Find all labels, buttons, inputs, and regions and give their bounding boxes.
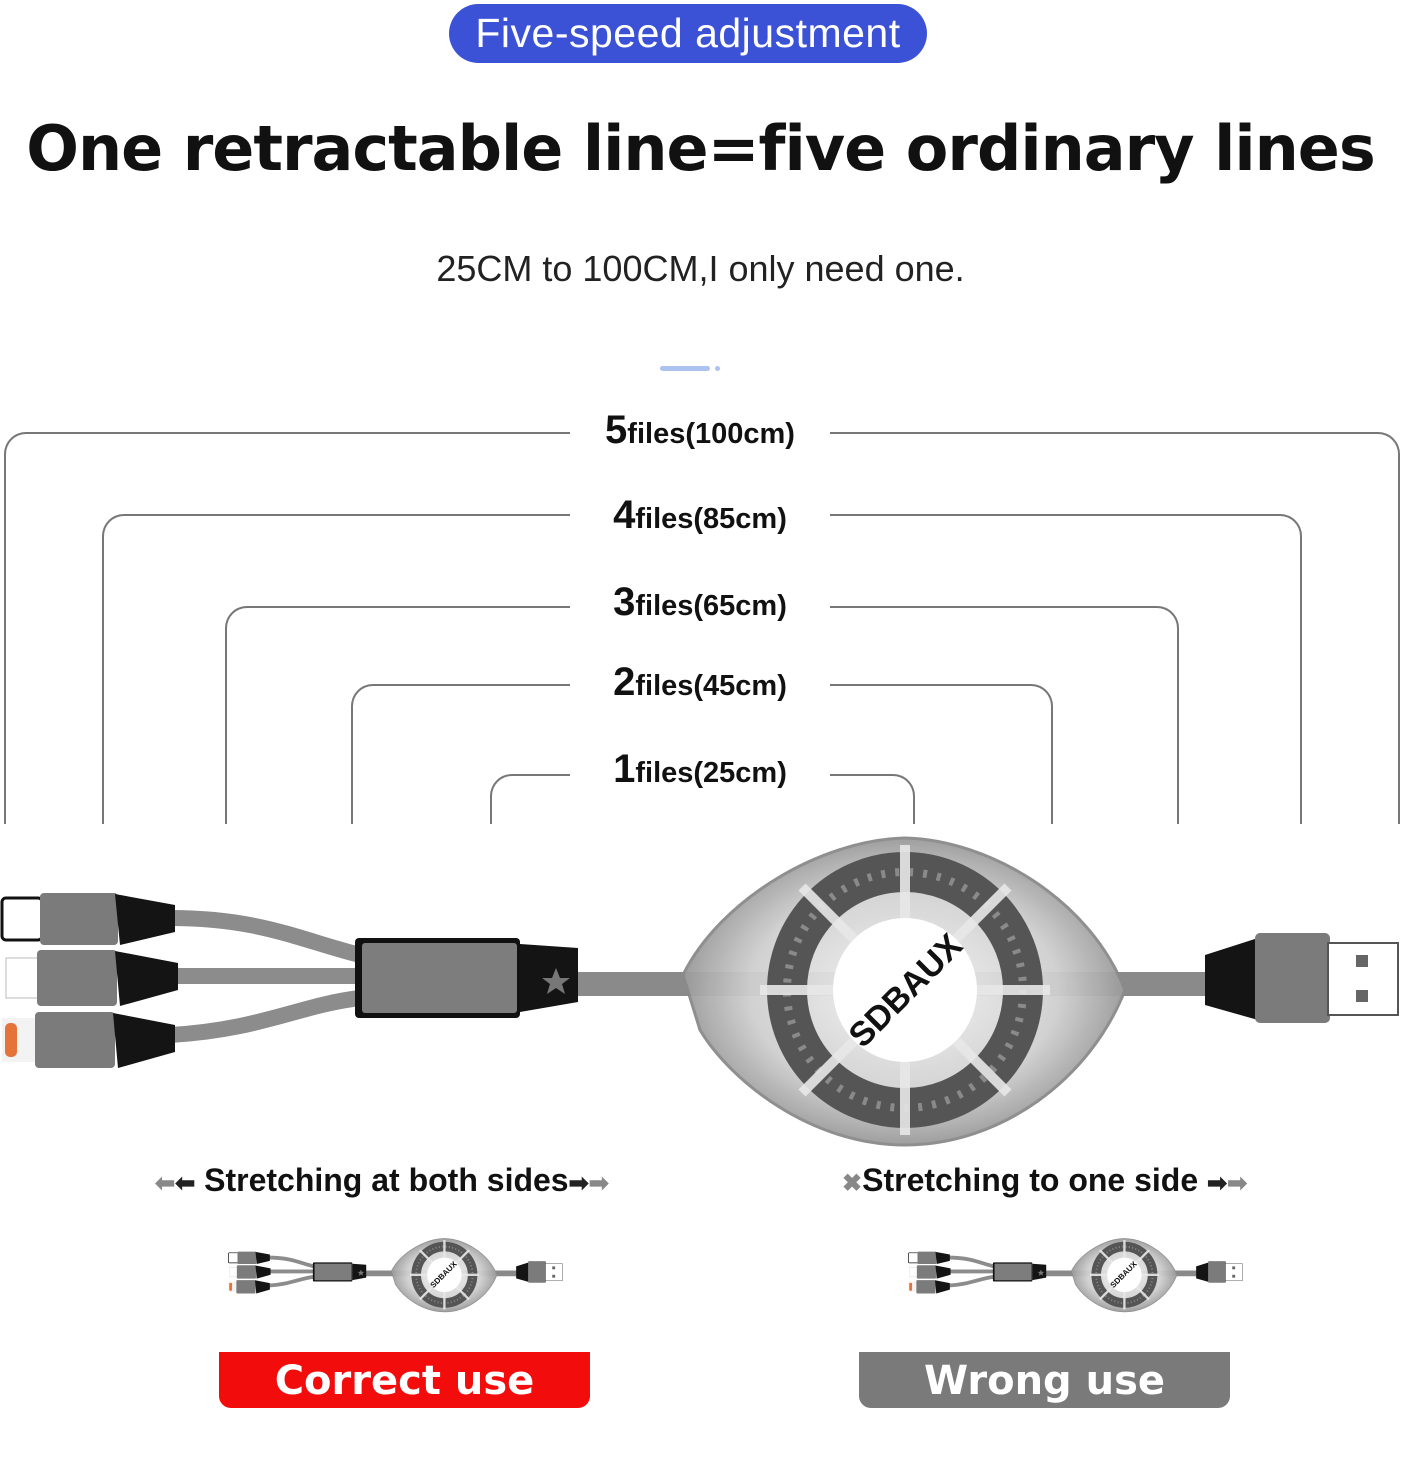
arrow-right-icon: ➡ [568, 1170, 589, 1197]
divider-decoration [660, 366, 710, 371]
correct-caption: ⬅⬅ Stretching at both sides➡➡ [155, 1162, 609, 1198]
length-label-2: 2files(45cm) [570, 660, 830, 705]
wrong-caption: ✖Stretching to one side ➡➡ [842, 1162, 1248, 1198]
arrow-left-icon: ⬅ [175, 1170, 196, 1197]
page-title: One retractable line=five ordinary lines [26, 112, 1376, 185]
correct-use-illustration: SDBAUX [228, 1236, 563, 1316]
arrow-right-icon: ➡ [1227, 1170, 1248, 1197]
feature-badge: Five-speed adjustment [449, 4, 927, 63]
correct-use-label: Correct use [219, 1352, 590, 1408]
arrow-right-icon: ➡ [1207, 1170, 1228, 1197]
product-illustration: SDBAUX [0, 830, 1401, 1160]
length-label-5: 5files(100cm) [570, 408, 830, 453]
arrow-left-icon: ⬅ [155, 1170, 176, 1197]
subtitle: 25CM to 100CM,I only need one. [436, 248, 965, 289]
wrong-use-illustration: SDBAUX [908, 1236, 1243, 1316]
length-label-4: 4files(85cm) [570, 493, 830, 538]
length-label-1: 1files(25cm) [570, 747, 830, 792]
divider-dot [715, 366, 720, 371]
arrow-right-icon: ➡ [588, 1170, 609, 1197]
length-label-3: 3files(65cm) [570, 580, 830, 625]
wrong-use-label: Wrong use method [859, 1352, 1230, 1462]
cross-icon: ✖ [842, 1170, 863, 1197]
